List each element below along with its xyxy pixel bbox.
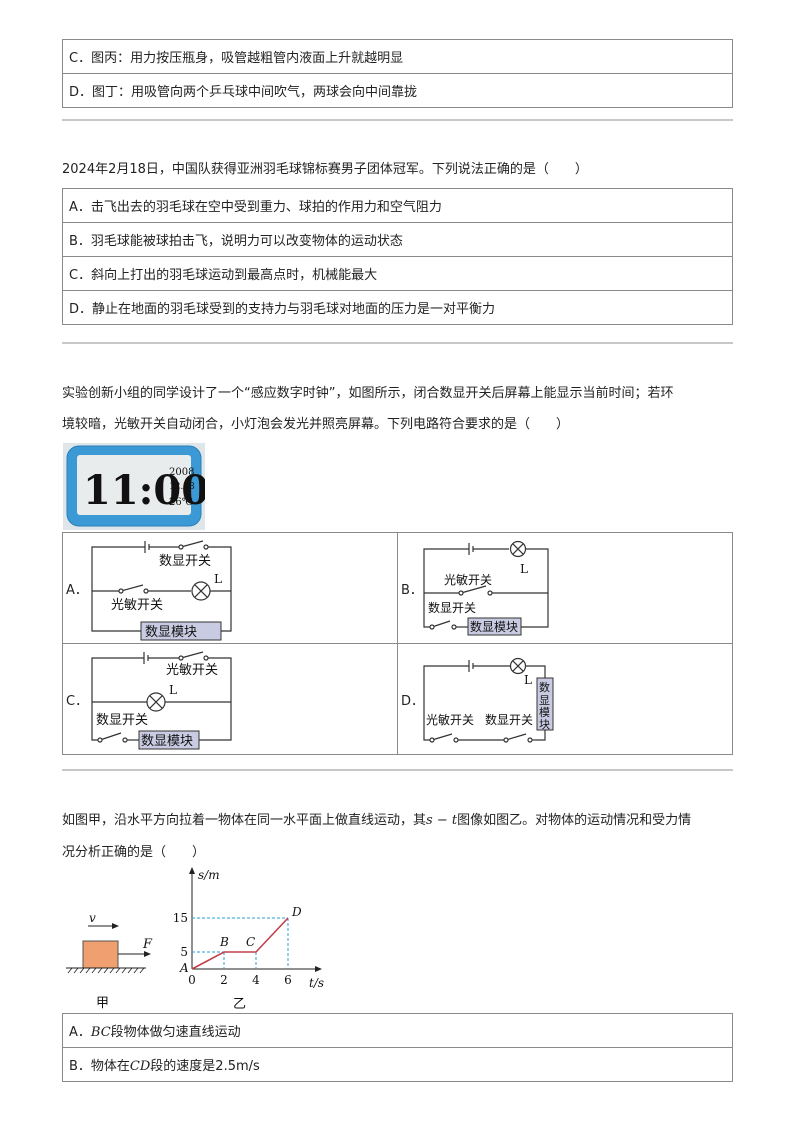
svg-text:显: 显 — [539, 694, 550, 707]
svg-text:数: 数 — [539, 681, 550, 694]
st-series-line — [191, 917, 289, 970]
svg-text:数显模块: 数显模块 — [141, 734, 193, 749]
x-tick-label: 6 — [284, 973, 292, 987]
svg-text:数显模块: 数显模块 — [145, 625, 197, 640]
clock-time: 11:00 — [83, 467, 205, 514]
svg-text:数显模块: 数显模块 — [470, 619, 518, 634]
y-tick-label: 15 — [173, 911, 188, 925]
q2-option-d-label: D． — [401, 694, 425, 709]
fig-yi: s/m t/s 15 5 0 2 4 6 A B C D 乙 — [165, 862, 335, 1014]
svg-text:L: L — [214, 572, 222, 586]
q2-option-d[interactable]: D． 数 显 模 块 — [397, 643, 733, 755]
fig-yi-caption: 乙 — [233, 997, 246, 1012]
q3-stem-math: s − t — [426, 813, 458, 828]
clock-date: 2008 — [169, 467, 194, 478]
q0-option-d[interactable]: D．图丁：用吸管向两个乒乓球中间吹气，两球会向中间靠拢 — [62, 73, 733, 108]
q1-option-a[interactable]: A．击飞出去的羽毛球在空中受到重力、球拍的作用力和空气阻力 — [62, 188, 733, 223]
circuit-b: 数显模块 光敏开关 数显开关 L — [423, 540, 549, 636]
x-tick-label: 2 — [220, 973, 228, 987]
q3-option-b[interactable]: B．物体在CD段的速度是2.5m/s — [62, 1047, 733, 1082]
q2-stem-line2: 境较暗，光敏开关自动闭合，小灯泡会发光并照亮屏幕。下列电路符合要求的是（ ） — [62, 417, 570, 432]
q3-stem-line1: 如图甲，沿水平方向拉着一物体在同一水平面上做直线运动，其s − t图像如图乙。对… — [62, 813, 692, 828]
circuit-c: 数显模块 光敏开关 数显开关 L — [91, 651, 232, 750]
q3-options-table: A．BC段物体做匀速直线运动 B．物体在CD段的速度是2.5m/s — [62, 1013, 733, 1082]
x-tick-label: 4 — [252, 973, 260, 987]
point-label-C: C — [246, 935, 255, 949]
q1-stem: 2024年2月18日，中国队获得亚洲羽毛球锦标赛男子团体冠军。下列说法正确的是（… — [62, 162, 588, 177]
svg-text:模: 模 — [539, 706, 550, 719]
clock-md: 12.28 — [169, 482, 195, 492]
point-label-A: A — [179, 961, 189, 975]
y-axis-label: s/m — [198, 868, 220, 882]
fig-jia-caption: 甲 — [96, 996, 109, 1010]
q2-option-a-label: A． — [66, 583, 88, 598]
svg-text:L: L — [520, 562, 528, 576]
svg-text:数显开关: 数显开关 — [485, 712, 533, 727]
x-axis-label: t/s — [309, 976, 324, 990]
circuit-d: 数 显 模 块 光敏开关 数显开关 L — [423, 657, 554, 743]
x-tick-label: 0 — [188, 973, 196, 987]
clock-image: 11:00 2008 12.28 26℃ — [63, 443, 209, 530]
q3-stem-line2: 况分析正确的是（ ） — [62, 845, 206, 860]
q2-circuit-table: A． 数显模块 — [62, 532, 733, 755]
q2-option-b[interactable]: B． 数显模块 光敏开关 数显开关 — [397, 532, 733, 644]
q2-stem-line1: 实验创新小组的同学设计了一个“感应数字时钟”，如图所示，闭合数显开关后屏幕上能显… — [62, 386, 674, 401]
q0-options-table: C．图丙：用力按压瓶身，吸管越粗管内液面上升就越明显 D．图丁：用吸管向两个乒乓… — [62, 39, 733, 108]
svg-text:数显开关: 数显开关 — [96, 713, 148, 728]
fig-jia: v F 甲 — [62, 910, 162, 1011]
svg-text:数显开关: 数显开关 — [159, 554, 211, 569]
q1-option-c[interactable]: C．斜向上打出的羽毛球运动到最高点时，机械能最大 — [62, 256, 733, 291]
q1-option-b[interactable]: B．羽毛球能被球拍击飞，说明力可以改变物体的运动状态 — [62, 222, 733, 257]
q1-option-d[interactable]: D．静止在地面的羽毛球受到的支持力与羽毛球对地面的压力是一对平衡力 — [62, 290, 733, 325]
q3-option-a[interactable]: A．BC段物体做匀速直线运动 — [62, 1013, 733, 1048]
point-label-D: D — [291, 905, 302, 919]
force-label: F — [142, 937, 153, 952]
q0-option-c[interactable]: C．图丙：用力按压瓶身，吸管越粗管内液面上升就越明显 — [62, 39, 733, 74]
separator — [62, 342, 733, 344]
svg-text:光敏开关: 光敏开关 — [111, 598, 163, 613]
svg-text:光敏开关: 光敏开关 — [426, 712, 474, 727]
point-label-B: B — [219, 935, 229, 949]
svg-text:光敏开关: 光敏开关 — [444, 572, 492, 587]
svg-text:光敏开关: 光敏开关 — [166, 663, 218, 678]
separator — [62, 769, 733, 771]
y-tick-label: 5 — [180, 945, 188, 959]
q1-options-table: A．击飞出去的羽毛球在空中受到重力、球拍的作用力和空气阻力 B．羽毛球能被球拍击… — [62, 188, 733, 325]
svg-text:块: 块 — [539, 718, 550, 731]
velocity-label: v — [89, 911, 96, 925]
svg-text:数显开关: 数显开关 — [428, 600, 476, 615]
q2-option-c-label: C． — [66, 694, 89, 709]
circuit-a: 数显模块 数显开关 光敏开关 L — [91, 540, 232, 641]
q2-option-c[interactable]: C． 数显模块 光敏开关 数显开关 — [62, 643, 398, 755]
svg-text:L: L — [524, 673, 532, 687]
clock-temp: 26℃ — [169, 497, 193, 508]
svg-text:L: L — [169, 683, 177, 697]
separator — [62, 119, 733, 121]
q2-option-b-label: B． — [401, 583, 423, 598]
st-chart: s/m t/s 15 5 0 2 4 6 A B C D 乙 — [173, 867, 324, 1012]
q2-option-a[interactable]: A． 数显模块 — [62, 532, 398, 644]
